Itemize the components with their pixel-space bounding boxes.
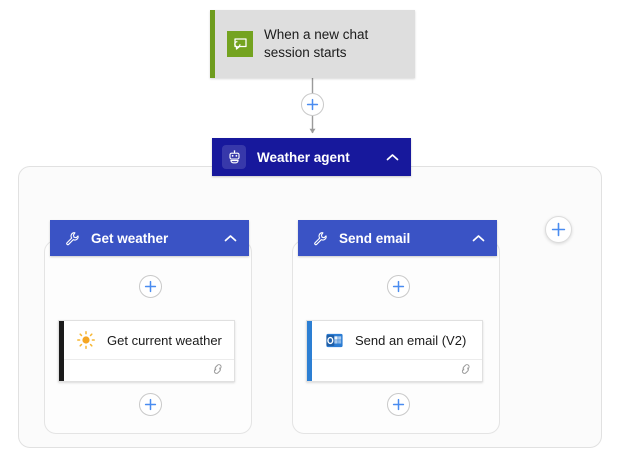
- plus-icon: [306, 98, 319, 111]
- add-step-get-weather-after-button[interactable]: [139, 393, 162, 416]
- chevron-up-icon[interactable]: [223, 234, 237, 243]
- plus-icon: [144, 280, 157, 293]
- action-card-label: Send an email (V2): [355, 332, 467, 348]
- trigger-card[interactable]: When a new chat session starts: [210, 10, 415, 78]
- chevron-up-icon[interactable]: [385, 153, 399, 162]
- connection-icon[interactable]: [211, 362, 225, 380]
- sun-icon: [75, 329, 97, 351]
- action-card-send-an-email[interactable]: Send an email (V2): [306, 320, 483, 382]
- action-card-footer: [312, 360, 482, 381]
- tool-node-label: Send email: [339, 230, 411, 246]
- add-step-get-weather-before-button[interactable]: [139, 275, 162, 298]
- trigger-accent-bar: [210, 10, 215, 78]
- tool-node-send-email[interactable]: Send email: [298, 220, 497, 256]
- add-tool-to-agent-button[interactable]: [545, 216, 572, 243]
- chevron-up-icon[interactable]: [471, 234, 485, 243]
- trigger-label: When a new chat session starts: [264, 27, 369, 60]
- add-step-after-trigger-button[interactable]: [301, 93, 324, 116]
- bot-icon: [222, 145, 246, 169]
- tool-node-get-weather[interactable]: Get weather: [50, 220, 249, 256]
- action-card-get-current-weather[interactable]: Get current weather: [58, 320, 235, 382]
- chat-bubble-icon: [227, 31, 253, 57]
- tool-node-label: Get weather: [91, 230, 169, 246]
- add-step-send-email-after-button[interactable]: [387, 393, 410, 416]
- plus-icon: [144, 398, 157, 411]
- agent-node-label: Weather agent: [257, 149, 350, 165]
- wrench-icon: [64, 230, 80, 246]
- action-card-header: Get current weather: [64, 321, 234, 360]
- plus-icon: [551, 222, 566, 237]
- action-accent-bar: [307, 321, 312, 381]
- outlook-icon: [323, 329, 345, 351]
- action-card-body: Send an email (V2): [312, 321, 482, 381]
- wrench-icon: [312, 230, 328, 246]
- action-card-footer: [64, 360, 234, 381]
- agent-node-weather-agent[interactable]: Weather agent: [212, 138, 411, 176]
- action-card-body: Get current weather: [64, 321, 234, 381]
- connection-icon[interactable]: [459, 362, 473, 380]
- plus-icon: [392, 280, 405, 293]
- action-card-header: Send an email (V2): [312, 321, 482, 360]
- action-card-label: Get current weather: [107, 332, 222, 348]
- plus-icon: [392, 398, 405, 411]
- add-step-send-email-before-button[interactable]: [387, 275, 410, 298]
- action-accent-bar: [59, 321, 64, 381]
